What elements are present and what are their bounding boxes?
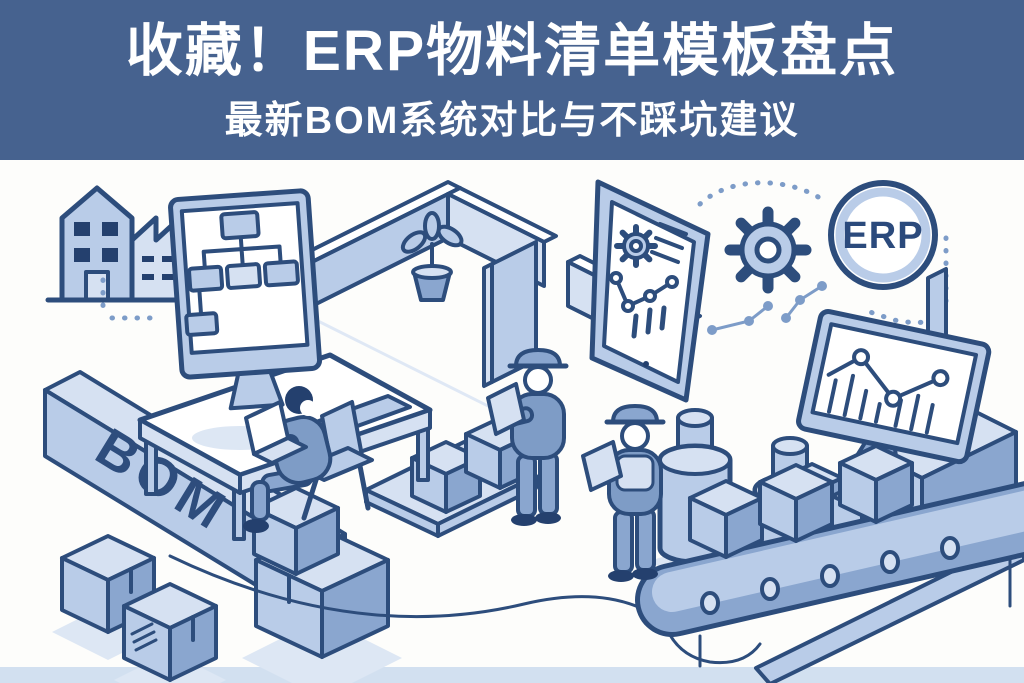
clipboard-icon xyxy=(581,440,623,492)
banner-title: 收藏！ERP物料清单模板盘点 xyxy=(125,19,899,84)
tablet-in-hand-icon xyxy=(486,382,526,436)
banner-subtitle: 最新BOM系统对比与不踩坑建议 xyxy=(224,99,800,142)
conveyor-boxes xyxy=(688,444,914,559)
safety-vest xyxy=(615,454,655,492)
potted-plant-icon xyxy=(400,211,464,302)
erp-badge-icon: ERP xyxy=(828,180,938,290)
analytics-tablet-icon xyxy=(589,179,711,403)
seated-worker-with-laptop xyxy=(243,386,374,533)
illustration-scene: BOM xyxy=(0,160,1024,683)
title-banner: 收藏！ERP物料清单模板盘点 最新BOM系统对比与不踩坑建议 xyxy=(0,0,1024,160)
dashed-connector-icon xyxy=(100,277,155,321)
worker-with-clipboard xyxy=(581,404,666,582)
factory-building-icon xyxy=(45,185,199,303)
worker-with-tablet xyxy=(486,348,569,526)
stacked-boxes xyxy=(242,486,402,683)
bom-flowchart-monitor-icon xyxy=(168,188,323,411)
dashed-arc-path xyxy=(697,180,829,207)
tablet-gear-icon xyxy=(614,224,658,268)
conveyor-belt-icon xyxy=(635,481,1024,668)
scene-svg: BOM xyxy=(0,160,1024,683)
trend-dots-icon xyxy=(707,281,827,335)
warehouse-boxes xyxy=(52,534,226,683)
gear-icon xyxy=(724,206,812,294)
floor-path-lines xyxy=(168,554,762,665)
hard-hat-icon xyxy=(514,348,562,368)
hard-hat-icon xyxy=(611,404,659,424)
erp-badge-label: ERP xyxy=(842,215,923,257)
